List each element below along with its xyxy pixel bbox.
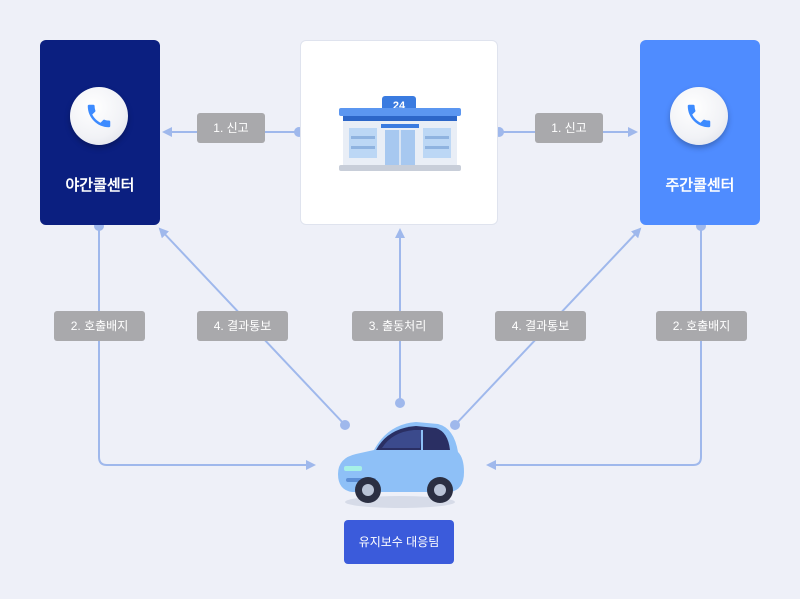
car-icon <box>338 422 464 508</box>
night-call-center-label: 야간콜센터 <box>65 177 135 194</box>
store-node: 24 HOURS <box>300 40 498 225</box>
tag-notify-right: 4. 결과통보 <box>495 311 586 341</box>
tag-dispatch-right: 2. 호출배지 <box>656 311 747 341</box>
maintenance-team-label: 유지보수 대응팀 <box>344 520 454 564</box>
phone-icon <box>670 87 728 145</box>
edge-dispatch-right <box>486 226 702 470</box>
tag-report-right: 1. 신고 <box>535 113 603 143</box>
day-call-center-node: 주간콜센터 <box>640 40 760 225</box>
tag-notify-left: 4. 결과통보 <box>197 311 288 341</box>
dot-team-right <box>450 420 460 430</box>
tag-dispatch-left: 2. 호출배지 <box>54 311 145 341</box>
edge-dispatch-left <box>98 226 316 470</box>
dot-team-left <box>340 420 350 430</box>
tag-handle: 3. 출동처리 <box>352 311 443 341</box>
dot-team-top <box>395 398 405 408</box>
convenience-store-icon: 24 HOURS <box>339 96 461 171</box>
night-call-center-node: 야간콜센터 <box>40 40 160 225</box>
phone-icon <box>70 87 128 145</box>
day-call-center-label: 주간콜센터 <box>665 177 735 194</box>
tag-report-left: 1. 신고 <box>197 113 265 143</box>
